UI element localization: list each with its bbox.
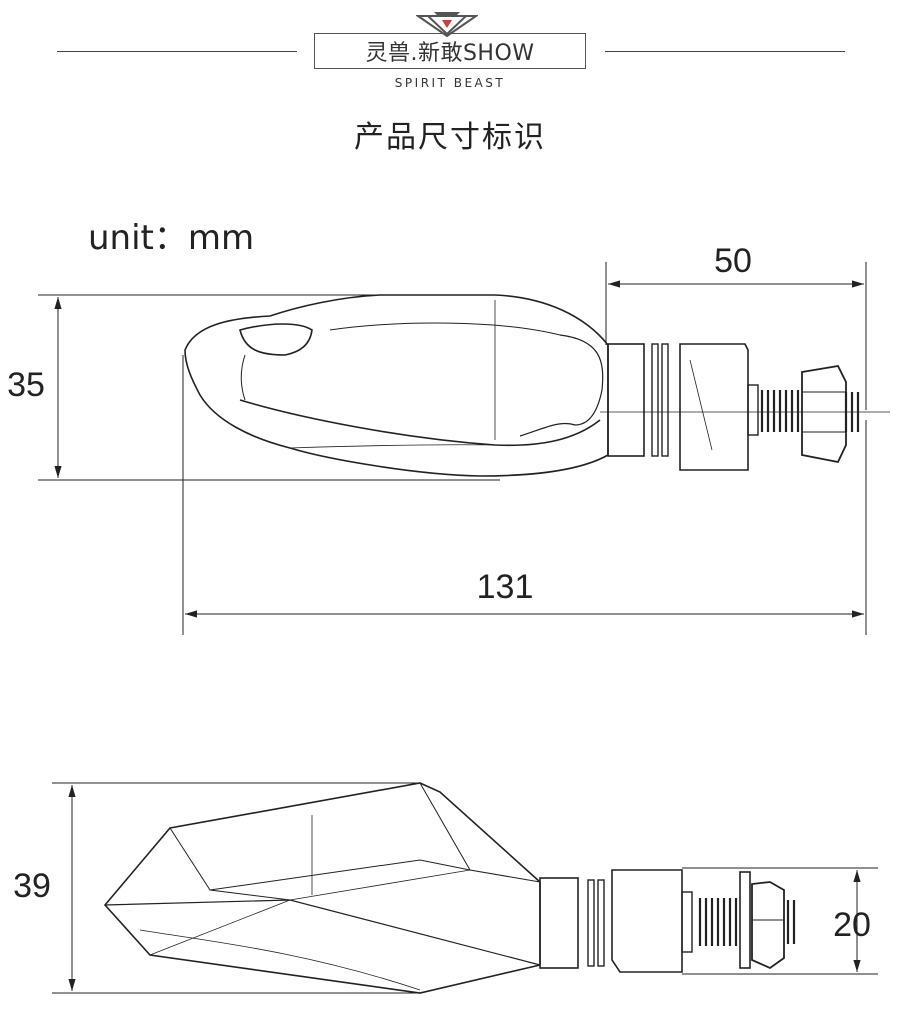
brand-name: 灵兽.新敢SHOW	[365, 41, 535, 66]
unit-label: unit：mm	[88, 218, 255, 258]
brand-name-box: 灵兽.新敢SHOW	[314, 33, 586, 69]
top-view-dimensions	[38, 262, 867, 635]
top-view-thread	[760, 390, 860, 432]
side-view-lamp	[103, 782, 796, 994]
side-view-dimensions	[52, 782, 878, 994]
side-view-thread	[698, 898, 796, 946]
header-rule-right	[605, 51, 845, 52]
dim-stem-length: 50	[714, 242, 752, 280]
dim-top-height: 35	[7, 366, 45, 404]
brand-subtitle: SPIRIT BEAST	[394, 76, 506, 90]
page-title: 产品尺寸标识	[354, 120, 546, 155]
brand-header: 灵兽.新敢SHOW SPIRIT BEAST	[0, 0, 900, 110]
dim-side-height: 39	[13, 867, 51, 905]
brand-logo-icon	[416, 12, 478, 38]
dim-total-length: 131	[477, 568, 534, 606]
dim-stem-height: 20	[833, 906, 871, 944]
header-rule-left	[57, 51, 297, 52]
top-view-lamp	[184, 294, 890, 477]
